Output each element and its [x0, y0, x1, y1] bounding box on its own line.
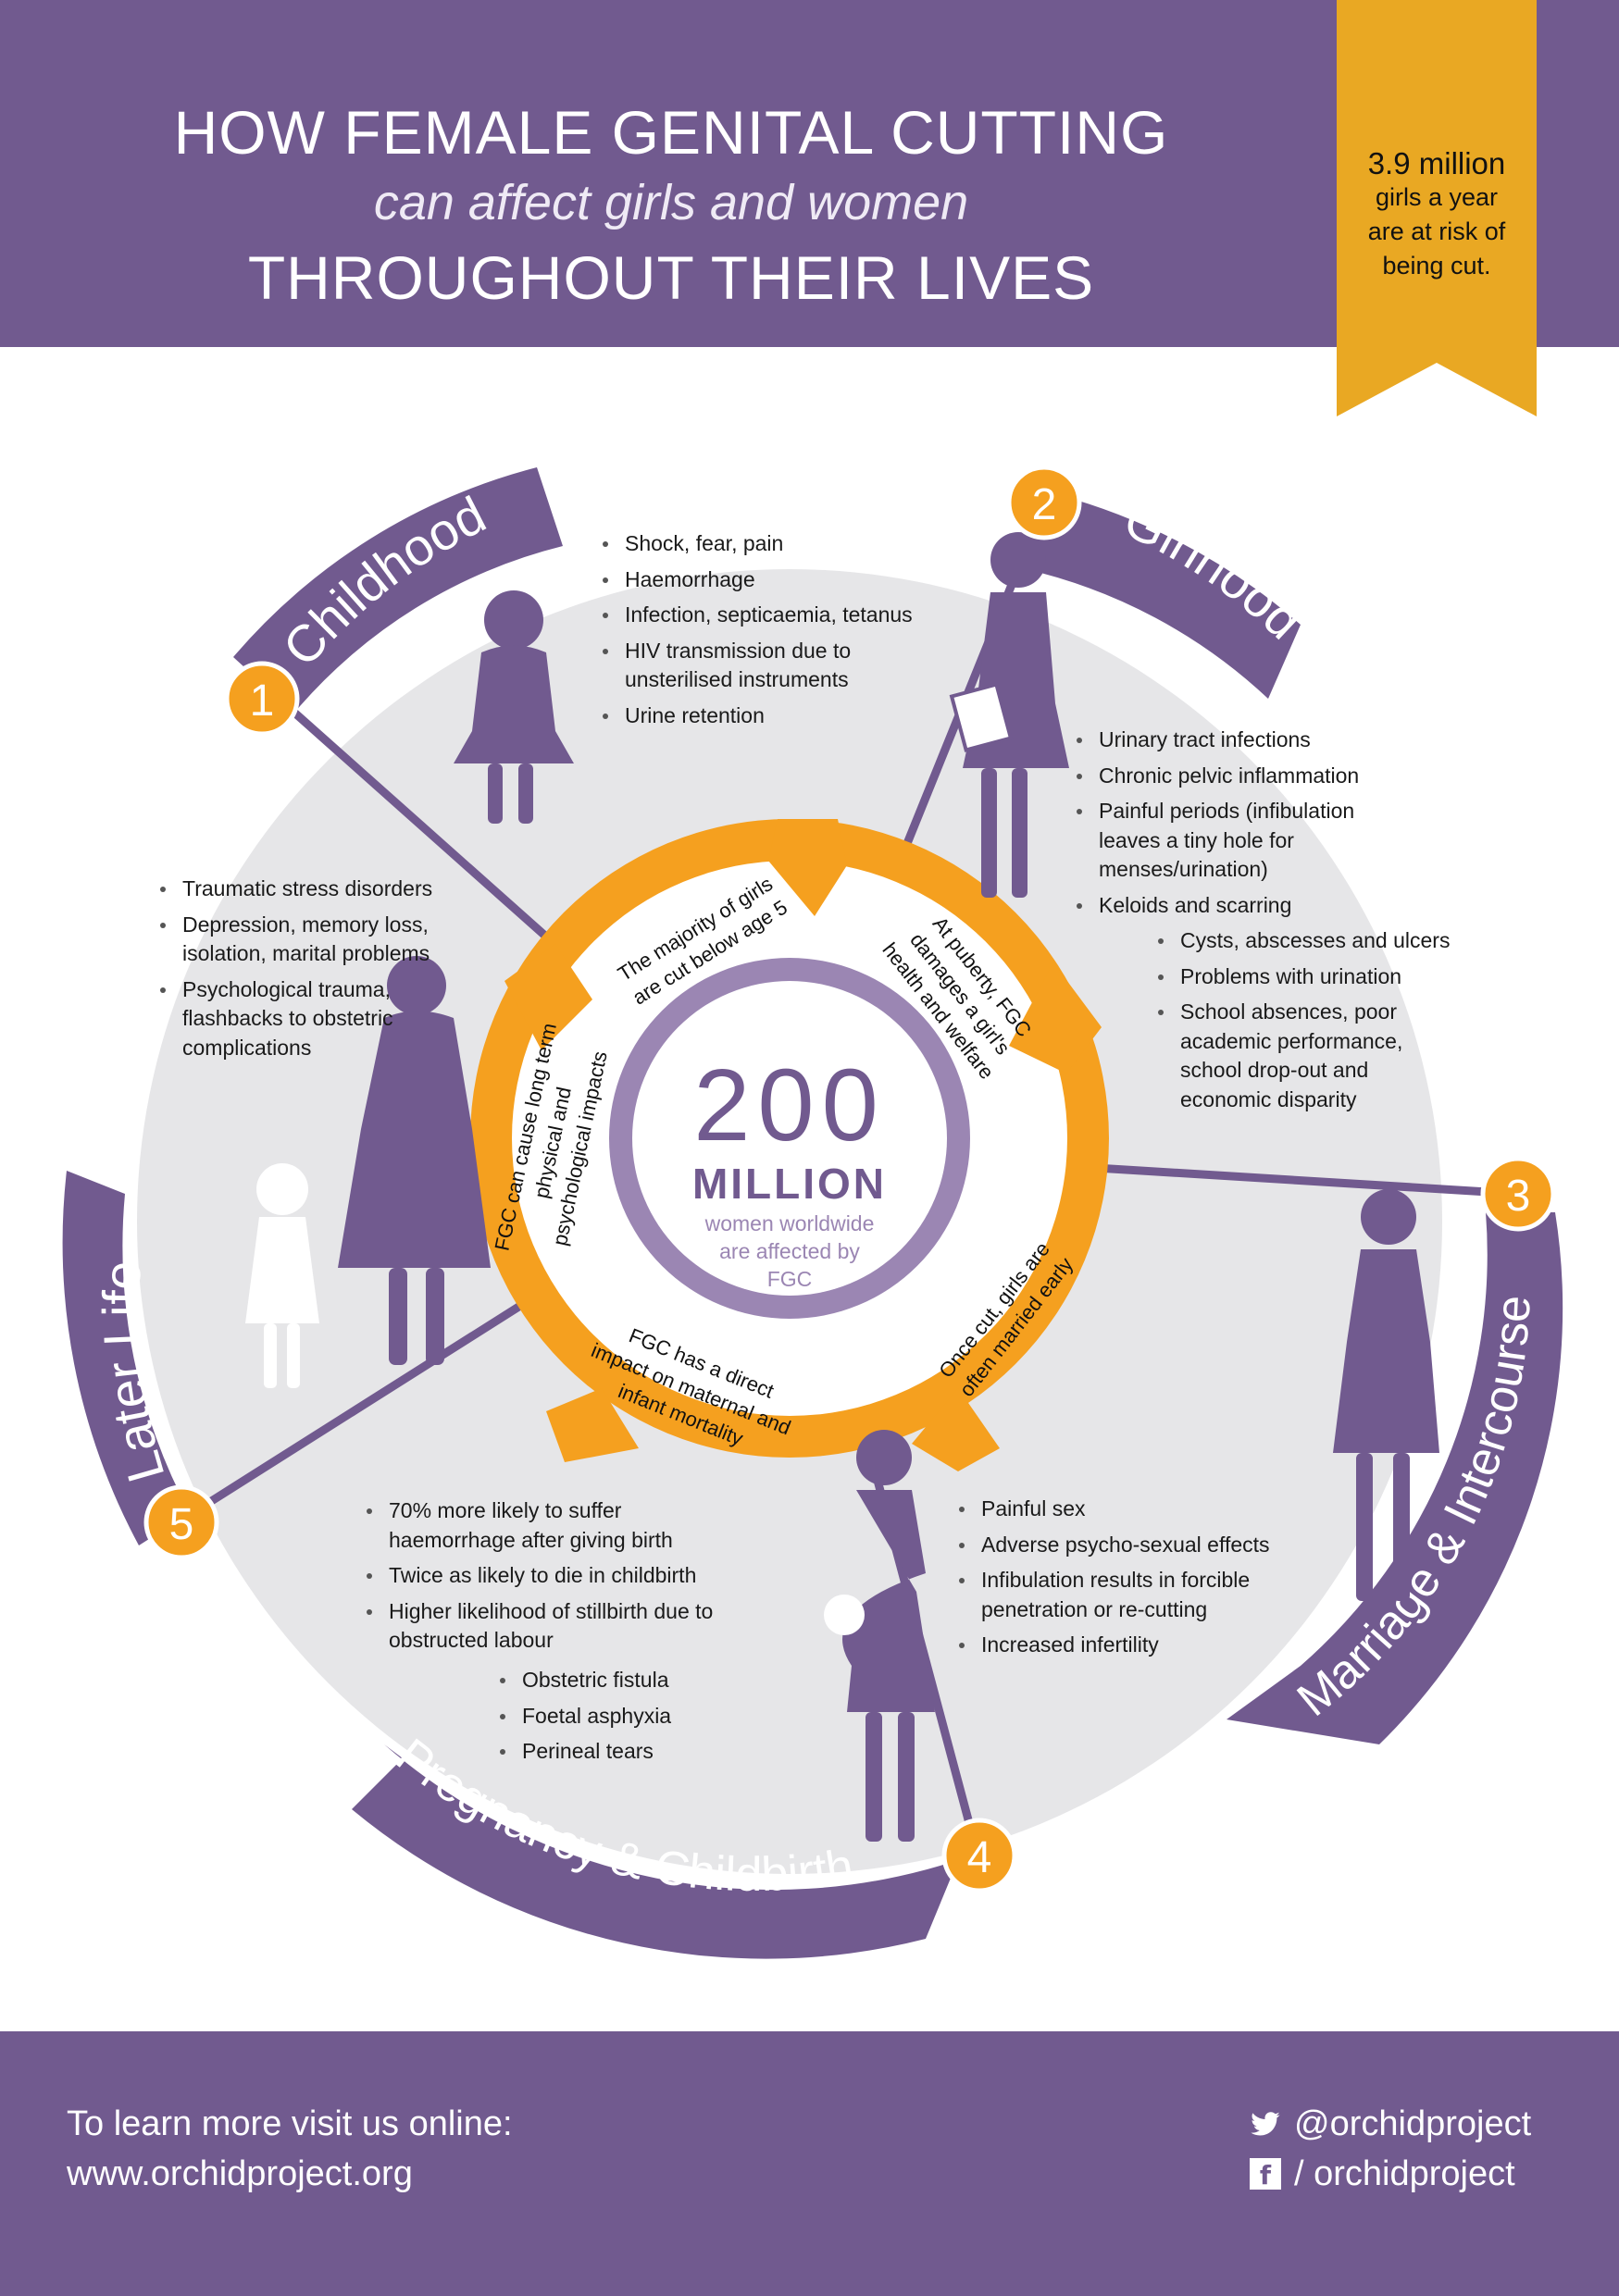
- list-item: HIV transmission due to unsterilised ins…: [600, 637, 952, 695]
- list-item: Perineal tears: [497, 1737, 738, 1767]
- list-item: Cysts, abscesses and ulcers: [1155, 926, 1451, 956]
- title-line-2: can affect girls and women: [373, 175, 969, 230]
- list-item: Psychological trauma, flashbacks to obst…: [157, 975, 463, 1063]
- list-item: Twice as likely to die in childbirth: [364, 1561, 734, 1591]
- ribbon-statistic-text: 3.9 million girls a year are at risk of …: [1337, 146, 1537, 283]
- girl-silhouette-icon: [949, 532, 1069, 898]
- list-item: Increased infertility: [956, 1631, 1308, 1660]
- list-item: Depression, memory loss, isolation, mari…: [157, 911, 463, 969]
- list-item: Painful periods (infibulation leaves a t…: [1074, 797, 1398, 885]
- list-item: Painful sex: [956, 1495, 1308, 1524]
- statistic-ribbon: [1337, 0, 1537, 416]
- list-item: Traumatic stress disorders: [157, 875, 463, 904]
- toddler-silhouette-icon: [454, 590, 574, 824]
- list-item: Urinary tract infections: [1074, 726, 1398, 755]
- list-pregnancy-a: 70% more likely to suffer haemorrhage af…: [364, 1496, 734, 1662]
- list-item: Haemorrhage: [600, 565, 952, 595]
- center-line-3: FGC: [767, 1267, 813, 1291]
- center-line-1: women worldwide: [704, 1211, 875, 1235]
- center-unit: MILLION: [692, 1160, 887, 1208]
- svg-text:4: 4: [967, 1833, 992, 1882]
- svg-text:3: 3: [1506, 1172, 1531, 1221]
- list-item: 70% more likely to suffer haemorrhage af…: [364, 1496, 734, 1555]
- ribbon-line-2: girls a year: [1375, 183, 1499, 211]
- twitter-handle: @orchidproject: [1294, 2104, 1532, 2143]
- footer-social: @orchidproject f / orchidproject: [1250, 2099, 1531, 2199]
- ribbon-line-3: are at risk of: [1367, 217, 1506, 245]
- svg-text:2: 2: [1032, 480, 1057, 529]
- ribbon-line-4: being cut.: [1382, 252, 1491, 279]
- list-item: Higher likelihood of stillbirth due to o…: [364, 1597, 734, 1656]
- svg-text:5: 5: [169, 1500, 194, 1549]
- center-disc: [632, 981, 947, 1296]
- twitter-link[interactable]: @orchidproject: [1250, 2099, 1531, 2149]
- list-girlhood-b: Cysts, abscesses and ulcers Problems wit…: [1155, 926, 1451, 1121]
- title-line-3: THROUGHOUT THEIR LIVES: [247, 243, 1095, 312]
- list-item: Problems with urination: [1155, 962, 1451, 992]
- stage-number-badges: 1 2 3 4 5: [143, 465, 1556, 1893]
- badge-3: 3: [1480, 1156, 1556, 1232]
- list-item: Foetal asphyxia: [497, 1702, 738, 1731]
- list-pregnancy-b: Obstetric fistula Foetal asphyxia Perine…: [497, 1666, 738, 1773]
- list-later-life: Traumatic stress disorders Depression, m…: [157, 875, 463, 1069]
- svg-text:1: 1: [250, 676, 275, 726]
- badge-2: 2: [1006, 465, 1082, 540]
- list-item: Chronic pelvic inflammation: [1074, 762, 1398, 791]
- arrow-separators: [504, 819, 1102, 1471]
- pregnant-woman-silhouette-icon: [824, 1430, 935, 1842]
- footer-learn-line-1: To learn more visit us online:: [67, 2104, 513, 2143]
- list-marriage: Painful sex Adverse psycho-sexual effect…: [956, 1495, 1308, 1667]
- list-item: School absences, poor academic performan…: [1155, 998, 1451, 1114]
- list-childhood: Shock, fear, pain Haemorrhage Infection,…: [600, 529, 952, 737]
- badge-1: 1: [224, 661, 300, 737]
- list-item: Infibulation results in forcible penetra…: [956, 1566, 1308, 1624]
- list-item: Urine retention: [600, 701, 952, 731]
- bride-silhouette-icon: [1333, 1189, 1439, 1601]
- list-item: Keloids and scarring: [1074, 891, 1398, 921]
- center-number: 200: [693, 1049, 886, 1162]
- lifecycle-diagram: Childhood Girlhood Marriage & Intercours…: [62, 465, 1563, 1959]
- list-item: Obstetric fistula: [497, 1666, 738, 1695]
- badge-4: 4: [941, 1818, 1017, 1893]
- footer-website-link[interactable]: www.orchidproject.org: [67, 2154, 413, 2193]
- badge-5: 5: [143, 1484, 219, 1560]
- title-line-1: HOW FEMALE GENITAL CUTTING: [173, 98, 1169, 167]
- footer-banner: [0, 2031, 1619, 2296]
- facebook-link[interactable]: f / orchidproject: [1250, 2149, 1531, 2199]
- center-line-2: are affected by: [719, 1239, 860, 1263]
- list-girlhood-a: Urinary tract infections Chronic pelvic …: [1074, 726, 1398, 926]
- facebook-f-icon: f: [1250, 2158, 1281, 2191]
- ribbon-line-1: 3.9 million: [1367, 146, 1506, 180]
- facebook-handle: / orchidproject: [1294, 2154, 1515, 2193]
- footer-learn-more: To learn more visit us online: www.orchi…: [67, 2099, 513, 2199]
- list-item: Adverse psycho-sexual effects: [956, 1531, 1308, 1560]
- twitter-bird-icon: [1251, 2112, 1280, 2136]
- list-item: Infection, septicaemia, tetanus: [600, 601, 952, 630]
- silhouettes: [245, 532, 1439, 1842]
- list-item: Shock, fear, pain: [600, 529, 952, 559]
- child-white-silhouette-icon: [245, 1163, 319, 1388]
- woman-silhouette-icon: [338, 956, 491, 1365]
